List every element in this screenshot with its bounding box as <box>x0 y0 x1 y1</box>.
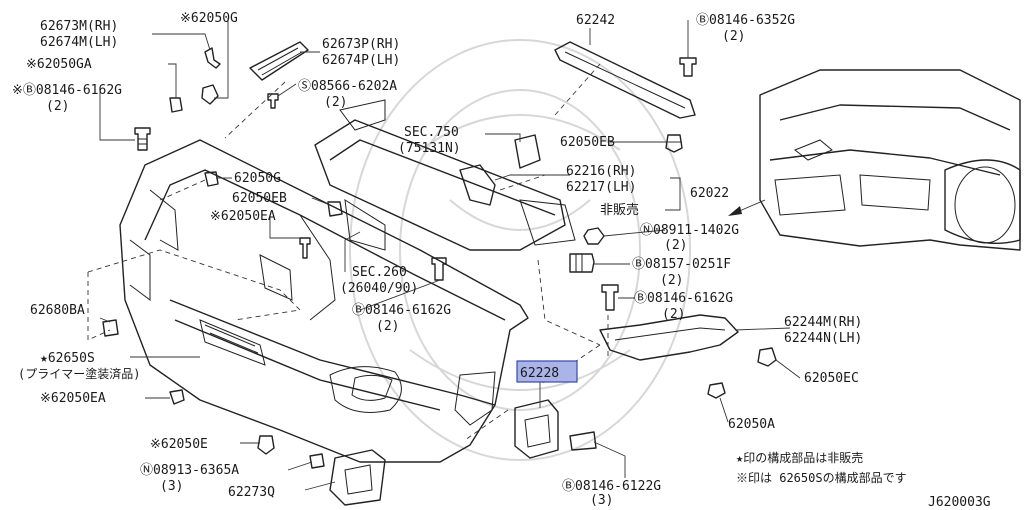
bracket-62242[interactable] <box>554 41 696 119</box>
label-08146-6162g-a[interactable]: ※Ⓑ08146-6162G <box>12 83 122 98</box>
clip-62050e[interactable] <box>257 435 275 455</box>
bolt-08146-6352g[interactable] <box>679 57 697 77</box>
label-62673m[interactable]: 62673M(RH) <box>40 19 118 34</box>
clip-62050eb-right[interactable] <box>665 134 683 153</box>
bracket-62673p[interactable] <box>249 41 309 81</box>
diagram-code: J620003G <box>928 495 991 510</box>
note-star: ★印の構成部品は非販売 <box>736 450 863 465</box>
label-62673p[interactable]: 62673P(RH) <box>322 37 400 52</box>
bolt-08146-6162g-b[interactable] <box>431 257 447 281</box>
label-hihanbai: 非販売 <box>600 202 639 218</box>
label-08146-6352g-qty: (2) <box>722 29 745 44</box>
bracket-62216[interactable] <box>459 164 496 206</box>
bolt-08146-6162g-c[interactable] <box>601 284 619 311</box>
leader-lines <box>99 18 801 491</box>
clip-62050eb-left[interactable] <box>327 201 343 217</box>
label-08146-6162g-c-qty: (2) <box>662 307 685 322</box>
label-62050eb-right[interactable]: 62050EB <box>560 135 615 150</box>
bracket-62244m[interactable] <box>599 314 739 361</box>
label-26040: (26040/90) <box>340 281 418 296</box>
label-sec260[interactable]: SEC.260 <box>352 265 407 280</box>
label-08911-1402g[interactable]: Ⓝ08911-1402G <box>640 223 739 238</box>
dashed-guides <box>87 63 609 441</box>
sec750-part[interactable] <box>514 134 541 169</box>
label-62242[interactable]: 62242 <box>576 13 615 28</box>
label-62273q[interactable]: 62273Q <box>228 485 275 500</box>
label-08146-6162g-b[interactable]: Ⓑ08146-6162G <box>352 303 451 318</box>
label-08913-6365a[interactable]: Ⓝ08913-6365A <box>140 463 239 478</box>
label-75131n: (75131N) <box>398 141 461 156</box>
label-62050g-mid[interactable]: 62050G <box>234 171 281 186</box>
vehicle-inset <box>759 69 1021 251</box>
label-08146-6162g-a-qty: (2) <box>46 99 69 114</box>
bumper-fascia-62650s[interactable] <box>119 139 529 463</box>
label-08566-qty: (2) <box>324 95 347 110</box>
nut-08911-1402g[interactable] <box>583 227 605 245</box>
clip-62050g-top[interactable] <box>201 84 219 105</box>
label-08913-qty: (3) <box>160 479 183 494</box>
label-08566-6202a[interactable]: Ⓢ08566-6202A <box>298 79 397 94</box>
label-08146-6122g[interactable]: Ⓑ08146-6122G <box>562 479 661 494</box>
callout-labels: 62673M(RH) 62674M(LH) ※62050G ※62050GA ※… <box>12 11 991 510</box>
bracket-62228[interactable] <box>514 399 559 459</box>
label-08157-0251f[interactable]: Ⓑ08157-0251F <box>632 257 731 272</box>
reinforcement-62022[interactable] <box>314 99 576 251</box>
bracket-62273q[interactable] <box>329 449 386 506</box>
label-62217[interactable]: 62217(LH) <box>566 180 636 195</box>
label-62244m[interactable]: 62244M(RH) <box>784 315 862 330</box>
label-62674m[interactable]: 62674M(LH) <box>40 35 118 50</box>
note-kome: ※印は 62650Sの構成部品です <box>736 470 907 485</box>
label-62050g-top[interactable]: ※62050G <box>180 11 238 26</box>
retainer-62680ba[interactable] <box>102 319 119 337</box>
label-62050ea-top[interactable]: ※62050EA <box>210 209 276 224</box>
label-62022[interactable]: 62022 <box>690 186 729 201</box>
label-62050ga[interactable]: ※62050GA <box>26 57 92 72</box>
clip-62050ec[interactable] <box>757 347 777 367</box>
inset-arrow <box>728 199 766 216</box>
screw-62050ea-top[interactable] <box>299 237 311 259</box>
label-08146-6352g[interactable]: Ⓑ08146-6352G <box>696 13 795 28</box>
label-08146-6162g-c[interactable]: Ⓑ08146-6162G <box>634 291 733 306</box>
label-62050a[interactable]: 62050A <box>728 417 775 432</box>
label-62050e[interactable]: ※62050E <box>150 437 208 452</box>
clip-62050ga[interactable] <box>169 97 183 113</box>
label-08146-6162g-b-qty: (2) <box>376 319 399 334</box>
label-08157-qty: (2) <box>660 273 683 288</box>
label-62244n[interactable]: 62244N(LH) <box>784 331 862 346</box>
clip-62050g-mid[interactable] <box>204 171 219 187</box>
clip-62673m[interactable] <box>204 47 221 69</box>
watermark-emblem <box>349 39 691 461</box>
bolt-08146-6162g-a[interactable] <box>134 127 151 151</box>
label-62050eb-left[interactable]: 62050EB <box>232 191 287 206</box>
label-62216[interactable]: 62216(RH) <box>566 164 636 179</box>
label-62050ec[interactable]: 62050EC <box>804 371 859 386</box>
highlight-62228 <box>516 360 578 383</box>
label-62228[interactable]: 62228 <box>520 366 559 381</box>
label-08911-qty: (2) <box>664 238 687 253</box>
label-primer: (プライマー塗装済品) <box>18 366 140 381</box>
label-sec750[interactable]: SEC.750 <box>404 125 459 140</box>
clip-08913-6365a[interactable] <box>309 453 325 469</box>
label-62650s[interactable]: ★62650S <box>40 351 95 366</box>
label-62050ea-bottom[interactable]: ※62050EA <box>40 391 106 406</box>
screw-62050ea-bottom[interactable] <box>169 389 185 405</box>
bolt-08157-0251f[interactable] <box>569 253 595 273</box>
bolt-08146-6122g[interactable] <box>569 431 597 451</box>
label-62674p[interactable]: 62674P(LH) <box>322 53 400 68</box>
label-62680ba[interactable]: 62680BA <box>30 303 85 318</box>
screw-62050a[interactable] <box>707 382 726 399</box>
label-08146-6122g-qty: (3) <box>590 493 613 508</box>
